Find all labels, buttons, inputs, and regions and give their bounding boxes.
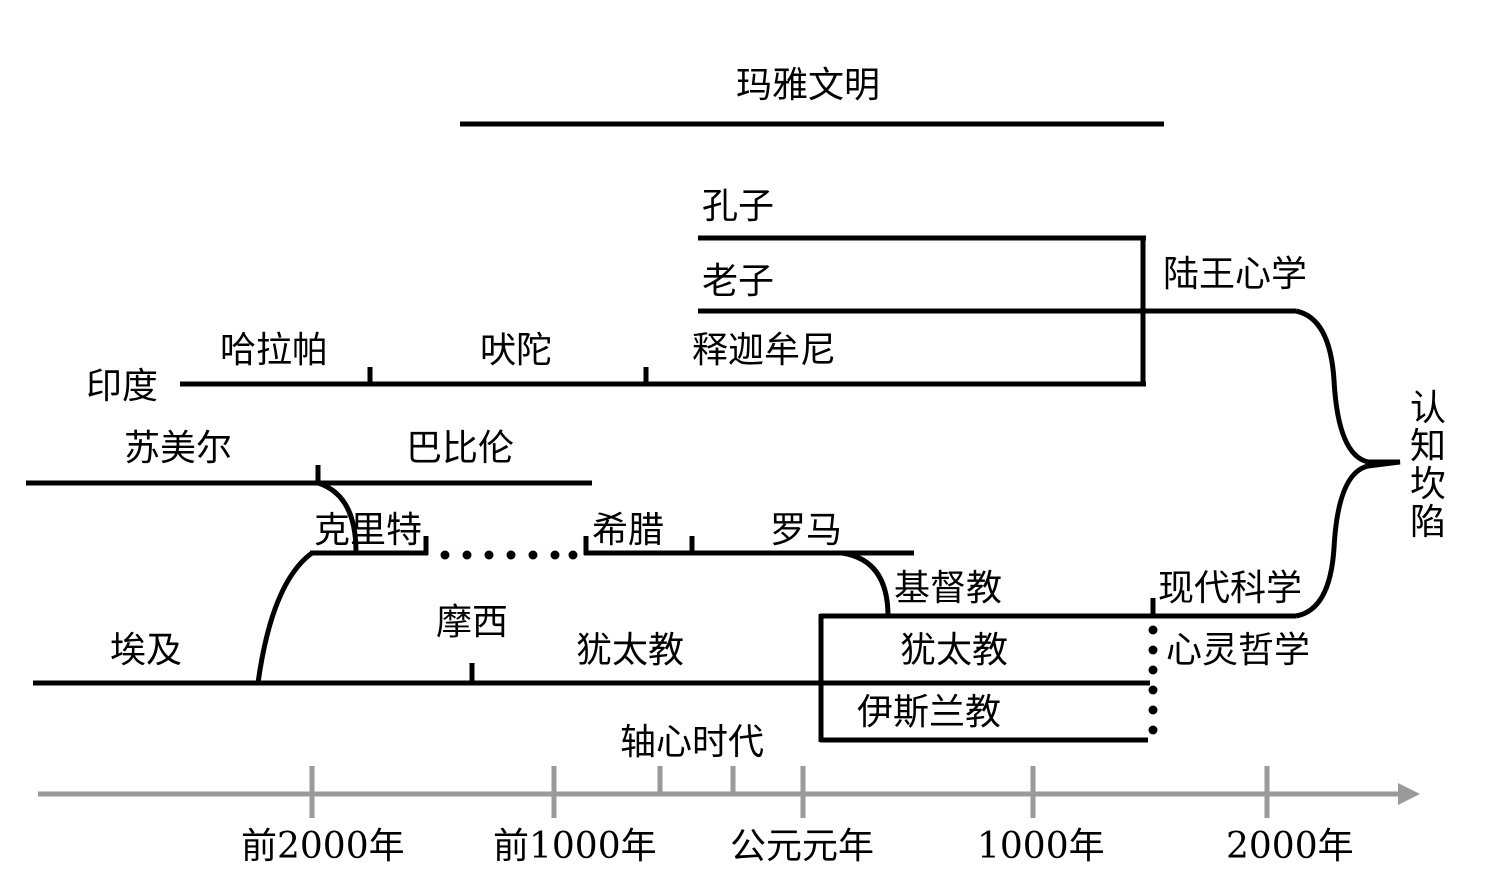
axis-label-2000bc: 前2000年 <box>241 826 405 867</box>
axis-label-1000bc: 前1000年 <box>493 826 657 867</box>
axis-label-year0: 公元元年 <box>730 826 874 867</box>
veda-label: 吠陀 <box>480 330 552 371</box>
philosophy-of-mind-dots <box>1148 625 1158 735</box>
axis-arrow-icon <box>1398 783 1420 805</box>
rome-label: 罗马 <box>770 510 842 551</box>
greece-label: 希腊 <box>592 510 664 551</box>
babylon-to-crete-curve <box>317 480 359 553</box>
judaism-label-right: 犹太教 <box>900 630 1008 671</box>
shakyamuni-label: 释迦牟尼 <box>692 330 836 371</box>
cognitive-trap-label: 认 知 坎 陷 <box>1410 388 1446 543</box>
axis-label-2000ad: 2000年 <box>1226 826 1354 867</box>
luwang-label: 陆王心学 <box>1163 254 1307 295</box>
laozi-label: 老子 <box>702 261 774 302</box>
svg-text:陷: 陷 <box>1410 502 1446 543</box>
rome-to-christianity-curve <box>841 550 891 617</box>
svg-text:知: 知 <box>1410 426 1446 467</box>
modern-science-label: 现代科学 <box>1158 568 1302 609</box>
cognitive-trap-brace <box>1295 308 1401 619</box>
axial-age-label: 轴心时代 <box>620 722 764 763</box>
svg-text:认: 认 <box>1410 388 1446 429</box>
axis-label-1000ad: 1000年 <box>977 826 1105 867</box>
babylon-label: 巴比伦 <box>406 428 514 469</box>
judaism-label-left: 犹太教 <box>576 630 684 671</box>
egypt-to-crete-curve <box>255 550 314 684</box>
crete-label: 克里特 <box>314 510 422 551</box>
egypt-label: 埃及 <box>110 630 182 671</box>
maya-label: 玛雅文明 <box>736 65 880 106</box>
kongzi-label: 孔子 <box>702 186 774 227</box>
harappa-label: 哈拉帕 <box>220 330 328 371</box>
islam-label: 伊斯兰教 <box>857 692 1001 733</box>
philosophy-of-mind-label: 心灵哲学 <box>1166 630 1310 671</box>
time-axis: 前2000年 前1000年 公元元年 1000年 2000年 <box>38 766 1420 867</box>
india-label: 印度 <box>86 366 158 407</box>
sumer-label: 苏美尔 <box>124 428 232 469</box>
svg-text:坎: 坎 <box>1410 464 1446 505</box>
moses-label: 摩西 <box>436 602 508 643</box>
christianity-label: 基督教 <box>894 568 1002 609</box>
crete-greece-dots <box>440 550 578 560</box>
